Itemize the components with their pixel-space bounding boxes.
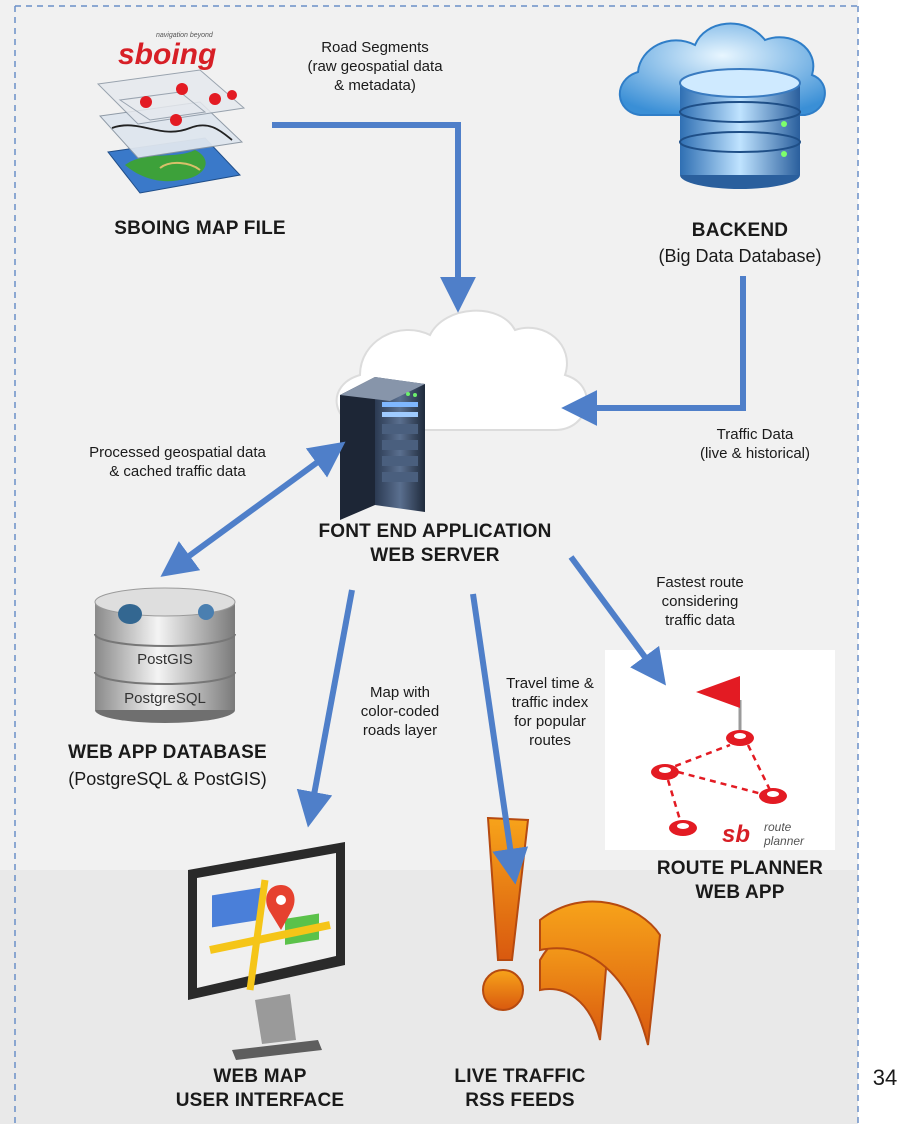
web-server-title-line1: FONT END APPLICATION	[318, 521, 552, 542]
route-planner-title: ROUTE PLANNER WEB APP	[625, 857, 855, 905]
map-layer-line3: roads layer	[362, 722, 438, 739]
sboing-brand: sboing	[118, 38, 216, 71]
web-server-title: FONT END APPLICATION WEB SERVER	[270, 520, 600, 568]
cloud-database-icon	[618, 22, 826, 189]
fastest-route-line2: considering	[661, 593, 739, 610]
arrows	[160, 122, 746, 885]
rss-title: LIVE TRAFFIC RSS FEEDS	[420, 1065, 620, 1113]
route-planner-title-line1: ROUTE PLANNER	[656, 858, 824, 879]
route-logo-line1: route	[764, 820, 792, 834]
travel-time-line2: traffic index	[511, 694, 589, 711]
arrow-road-segments	[272, 122, 476, 313]
backend-title: BACKEND	[691, 220, 789, 241]
postgresql-label: PostgreSQL	[124, 690, 206, 707]
travel-time-line3: for popular	[514, 713, 586, 730]
arrow-map-layer	[296, 589, 355, 828]
postgis-label: PostGIS	[137, 651, 193, 668]
web-app-db-subtitle: (PostgreSQL & PostGIS)	[68, 769, 267, 789]
web-app-db-title: WEB APP DATABASE	[68, 742, 267, 763]
svg-text:sb: sb	[722, 821, 750, 848]
dashed-border	[14, 5, 859, 1124]
postgres-database-icon	[94, 587, 236, 723]
processed-data-line2: & cached traffic data	[109, 463, 246, 480]
map-layer-line1: Map with	[369, 684, 431, 701]
travel-time-line1: Travel time &	[506, 675, 594, 692]
background-band	[0, 870, 921, 1124]
sboing-logo: navigation beyond sboing	[118, 32, 216, 71]
web-map-title-line2: USER INTERFACE	[175, 1090, 345, 1111]
page-number: 34	[872, 1065, 898, 1090]
route-planner-icon: sb	[651, 676, 787, 848]
fastest-route-label: Fastest route considering traffic data	[630, 573, 770, 630]
server-cloud-icon	[335, 309, 588, 520]
travel-time-line4: routes	[529, 732, 571, 749]
arrow-fastest-route	[568, 555, 666, 686]
map-layer-line2: color-coded	[360, 703, 440, 720]
travel-time-label: Travel time & traffic index for popular …	[480, 674, 620, 750]
arrow-travel-time	[470, 593, 529, 885]
map-layers-icon	[96, 69, 246, 194]
route-logo-line2: planner	[763, 834, 805, 848]
road-segments-label: Road Segments (raw geospatial data & met…	[280, 38, 470, 95]
arrow-processed-data	[160, 441, 346, 577]
road-segments-line2: (raw geospatial data	[307, 58, 443, 75]
fastest-route-line3: traffic data	[665, 612, 735, 629]
backend-subtitle: (Big Data Database)	[658, 246, 822, 266]
traffic-data-line1: Traffic Data	[716, 426, 794, 443]
sboing-tagline: navigation beyond	[156, 32, 214, 39]
arrow-traffic-data	[561, 276, 746, 426]
rss-title-line2: RSS FEEDS	[465, 1090, 575, 1111]
map-file-title: SBOING MAP FILE	[114, 218, 286, 239]
traffic-data-line2: (live & historical)	[699, 445, 811, 462]
web-map-title-line1: WEB MAP	[213, 1066, 307, 1087]
processed-data-line1: Processed geospatial data	[89, 444, 266, 461]
map-layer-label: Map with color-coded roads layer	[340, 683, 460, 740]
page-right-margin	[858, 0, 921, 1124]
route-planner-title-line2: WEB APP	[695, 882, 785, 903]
web-server-title-line2: WEB SERVER	[370, 545, 500, 566]
monitor-map-icon	[188, 842, 345, 1060]
fastest-route-line1: Fastest route	[656, 574, 744, 591]
processed-data-label: Processed geospatial data & cached traff…	[70, 443, 285, 481]
traffic-data-label: Traffic Data (live & historical)	[670, 425, 840, 463]
road-segments-line3: & metadata)	[334, 77, 416, 94]
rss-title-line1: LIVE TRAFFIC	[454, 1066, 586, 1087]
web-map-title: WEB MAP USER INTERFACE	[140, 1065, 380, 1113]
flag-icon	[696, 676, 740, 708]
road-segments-line1: Road Segments	[321, 39, 429, 56]
